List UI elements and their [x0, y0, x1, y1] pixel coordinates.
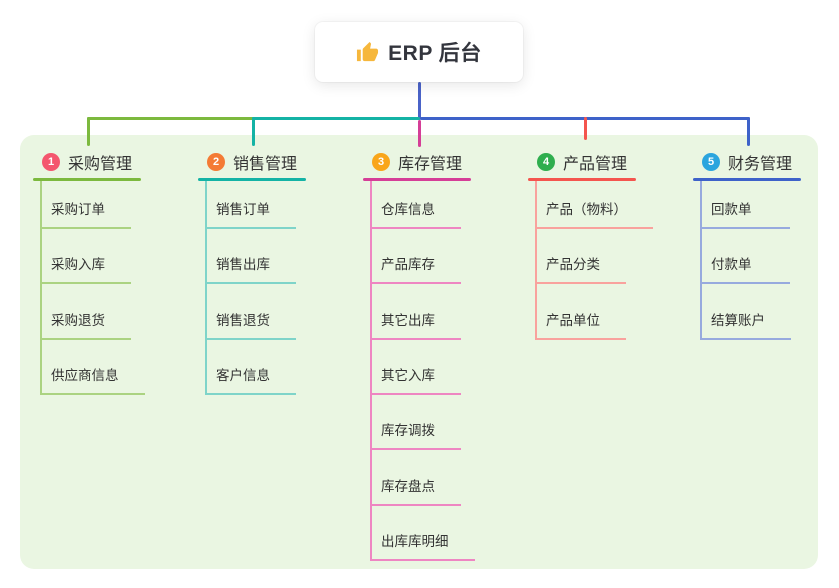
child-node[interactable]: 其它入库	[370, 367, 461, 395]
child-node[interactable]: 采购退货	[40, 312, 131, 340]
branch-title-label: 财务管理	[728, 156, 793, 173]
branch-underline	[198, 178, 306, 181]
branch-child-connector	[535, 181, 537, 340]
child-node[interactable]: 销售订单	[205, 201, 296, 229]
branch-index-badge: 4	[537, 153, 555, 171]
branch-child-connector	[40, 181, 42, 395]
branch-underline	[363, 178, 471, 181]
branch-node-product[interactable]: 4 产品管理	[537, 150, 627, 174]
root-node-label: ERP 后台	[388, 42, 482, 65]
branch-child-connector	[370, 181, 372, 561]
branch-child-connector	[205, 181, 207, 395]
connector-stub-branch-4	[584, 117, 587, 140]
child-node[interactable]: 付款单	[700, 256, 790, 284]
child-node[interactable]: 回款单	[700, 201, 790, 229]
child-node[interactable]: 出库库明细	[370, 533, 475, 561]
child-node[interactable]: 产品库存	[370, 256, 461, 284]
branches-panel	[20, 135, 818, 569]
child-node[interactable]: 产品分类	[535, 256, 626, 284]
connector-stub-branch-5	[747, 117, 750, 146]
branch-underline	[528, 178, 636, 181]
branch-finance: 5 财务管理 回款单 付款单 结算账户	[693, 0, 839, 588]
root-node[interactable]: ERP 后台	[315, 22, 523, 82]
branch-product: 4 产品管理 产品（物料） 产品分类 产品单位	[528, 0, 688, 588]
branch-node-inventory[interactable]: 3 库存管理	[372, 150, 462, 174]
branch-sales: 2 销售管理 销售订单 销售出库 销售退货 客户信息	[198, 0, 358, 588]
child-node[interactable]: 供应商信息	[40, 367, 145, 395]
child-node[interactable]: 采购入库	[40, 256, 131, 284]
branch-purchase: 1 采购管理 采购订单 采购入库 采购退货 供应商信息	[33, 0, 193, 588]
branch-node-finance[interactable]: 5 财务管理	[702, 150, 792, 174]
child-node[interactable]: 采购订单	[40, 201, 131, 229]
connector-stub-branch-1	[87, 117, 90, 146]
child-node[interactable]: 产品（物料）	[535, 201, 653, 229]
branch-underline	[33, 178, 141, 181]
branch-title-label: 采购管理	[68, 156, 133, 173]
branch-title-label: 销售管理	[233, 156, 298, 173]
branch-node-purchase[interactable]: 1 采购管理	[42, 150, 132, 174]
child-node[interactable]: 其它出库	[370, 312, 461, 340]
branch-index-badge: 2	[207, 153, 225, 171]
connector-branch-2	[252, 117, 420, 120]
child-node[interactable]: 销售出库	[205, 256, 296, 284]
child-node[interactable]: 客户信息	[205, 367, 296, 395]
branch-title-label: 产品管理	[563, 156, 628, 173]
connector-branch-1	[87, 117, 254, 120]
connector-stub-branch-2	[252, 117, 255, 146]
branch-underline	[693, 178, 801, 181]
child-node[interactable]: 结算账户	[700, 312, 791, 340]
branch-inventory: 3 库存管理 仓库信息 产品库存 其它出库 其它入库 库存调拨 库存盘点 出库库…	[363, 0, 523, 588]
child-node[interactable]: 仓库信息	[370, 201, 461, 229]
child-node[interactable]: 库存调拨	[370, 422, 461, 450]
branch-index-badge: 5	[702, 153, 720, 171]
connector-stub-branch-3	[418, 120, 421, 147]
branch-child-connector	[700, 181, 702, 340]
thumbs-up-icon	[357, 41, 379, 61]
branch-title-label: 库存管理	[398, 156, 463, 173]
branch-index-badge: 1	[42, 153, 60, 171]
branch-index-badge: 3	[372, 153, 390, 171]
child-node[interactable]: 库存盘点	[370, 478, 461, 506]
child-node[interactable]: 产品单位	[535, 312, 626, 340]
child-node[interactable]: 销售退货	[205, 312, 296, 340]
branch-node-sales[interactable]: 2 销售管理	[207, 150, 297, 174]
root-connector-line	[418, 82, 421, 120]
